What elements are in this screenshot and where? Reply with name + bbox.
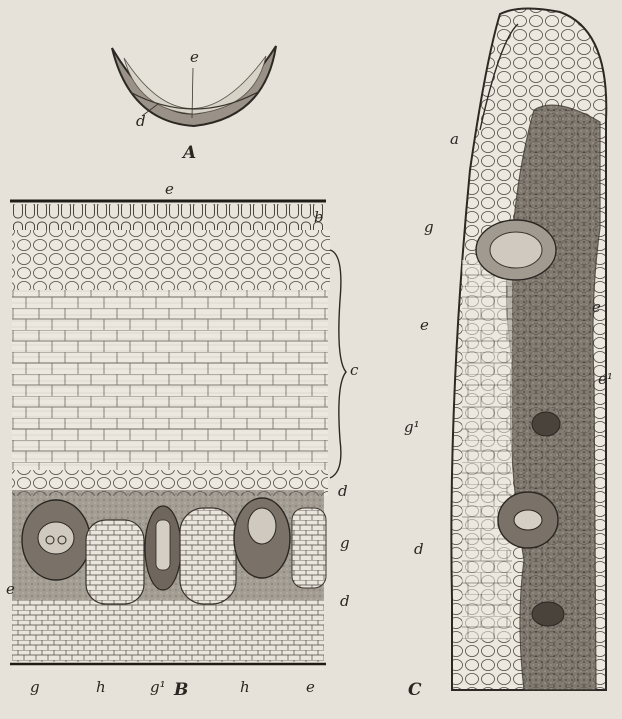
- label-c-e-left: e: [420, 318, 429, 333]
- label-c-e1: e¹: [598, 372, 613, 387]
- label-c-g: g: [424, 220, 434, 235]
- label-b-e-top: e: [165, 182, 174, 197]
- label-b-d-right: d: [338, 484, 348, 499]
- label-a-e: e: [190, 50, 199, 65]
- label-b-h-bottom-1: h: [96, 680, 106, 695]
- label-b-e-bottom: e: [306, 680, 315, 695]
- label-b-e-left: e: [6, 582, 15, 597]
- panel-b-section: [10, 200, 346, 670]
- label-b-g1-bottom: g¹: [150, 680, 166, 695]
- label-b-c: c: [350, 363, 358, 378]
- label-c-e-right: e: [592, 300, 601, 315]
- panel-label-c: C: [408, 682, 422, 699]
- label-b-g-right: g: [340, 536, 350, 551]
- label-c-g1: g¹: [404, 420, 420, 435]
- label-b-g-bottom: g: [30, 680, 40, 695]
- label-c-d: d: [414, 542, 424, 557]
- label-c-a: a: [450, 132, 459, 147]
- label-a-d: d: [136, 114, 146, 129]
- label-b-d-right-2: d: [340, 594, 350, 609]
- panel-label-b: B: [174, 682, 188, 699]
- label-b-b: b: [314, 210, 324, 225]
- label-b-h-bottom-2: h: [240, 680, 250, 695]
- panel-label-a: A: [183, 145, 196, 162]
- panel-c-section: [451, 8, 606, 690]
